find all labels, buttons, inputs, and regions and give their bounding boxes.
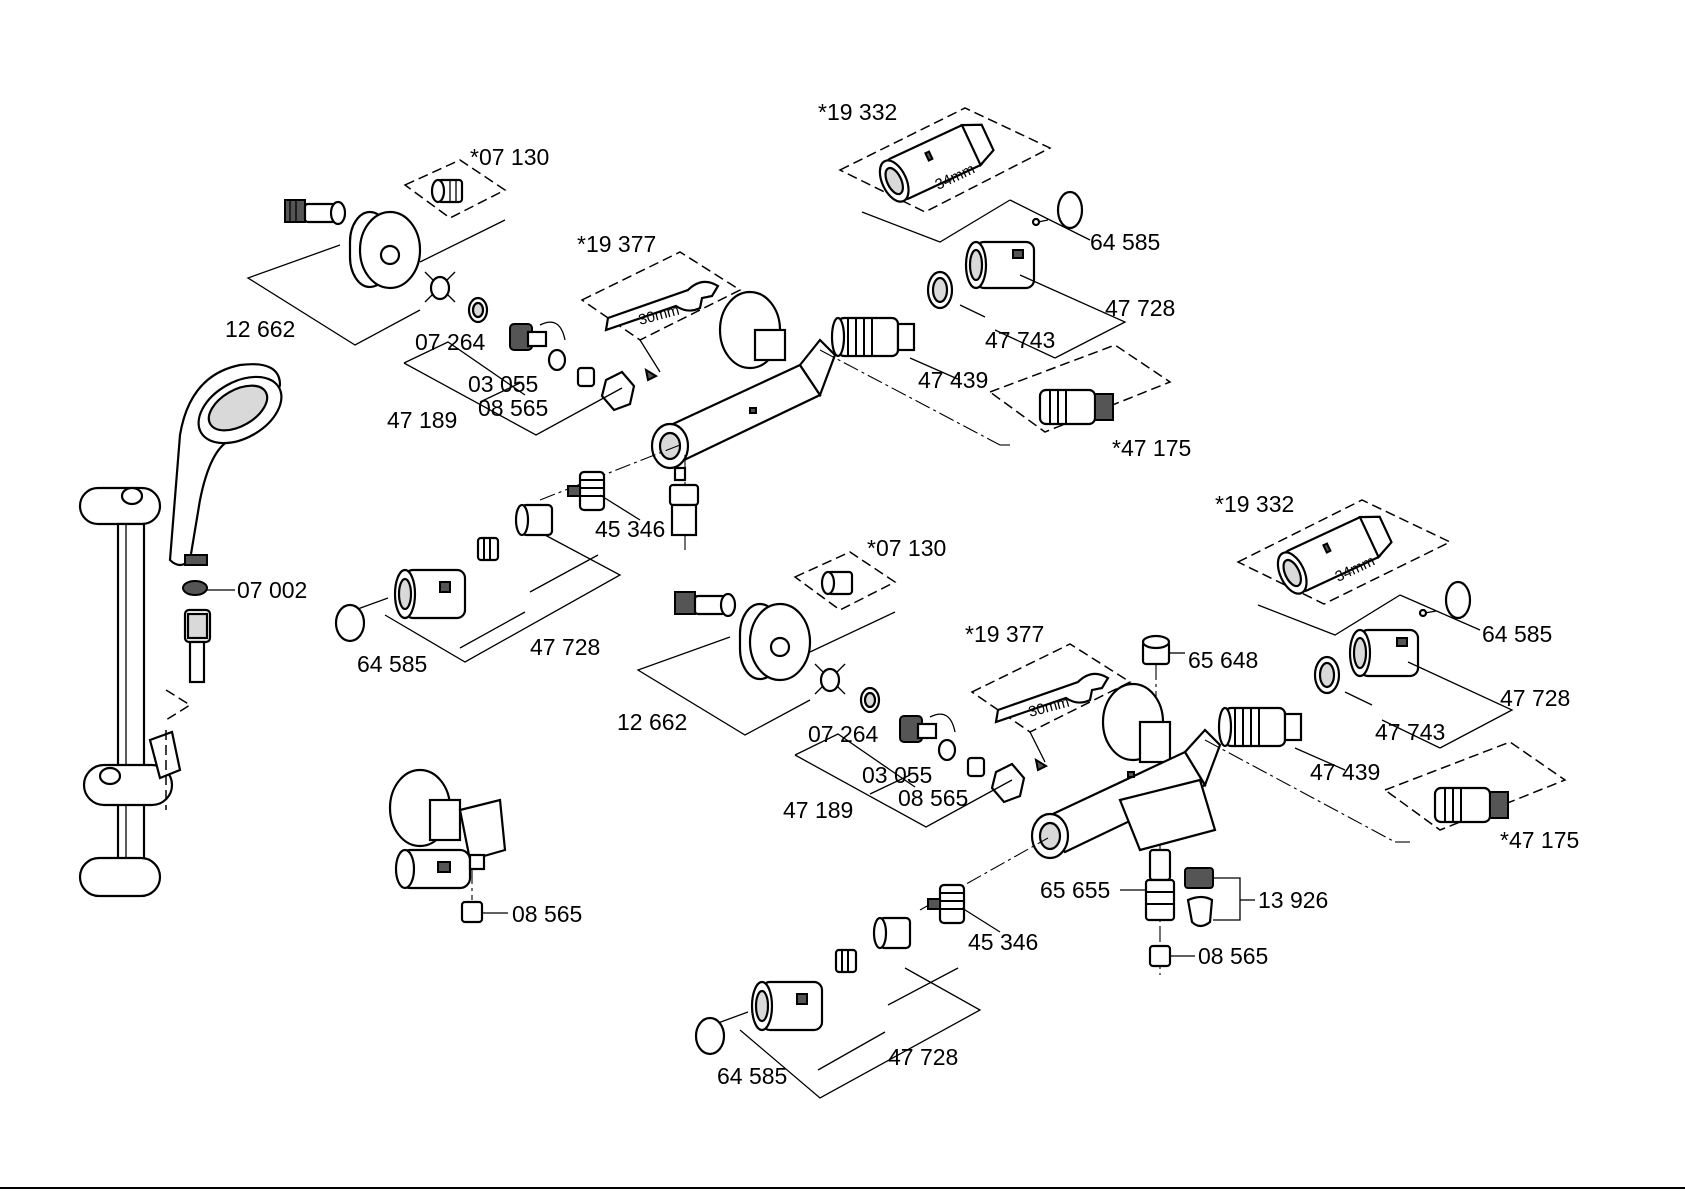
part-label: 08 565: [1198, 943, 1268, 969]
part-label: 47 189: [387, 407, 457, 433]
cartridge-47439-upper: [832, 318, 914, 356]
union-nut-lower: [992, 764, 1024, 802]
o-ring: [549, 350, 565, 370]
strainer-08565-lower: [1150, 946, 1170, 966]
upper-shower-mixer-assembly: 34mm: [248, 108, 1170, 662]
filter-07264-lower: [815, 664, 845, 694]
part-label: 13 926: [1258, 887, 1328, 913]
part-label: 65 655: [1040, 877, 1110, 903]
filter-07264: [425, 272, 455, 302]
part-label: 47 743: [1375, 719, 1445, 745]
part-label: 45 346: [968, 929, 1038, 955]
part-label: 45 346: [595, 516, 665, 542]
part-label: *47 175: [1500, 827, 1579, 853]
union-nut: [602, 372, 634, 410]
part-label: 03 055: [468, 371, 538, 397]
part-label: *19 377: [577, 231, 656, 257]
hose-nut: [185, 610, 210, 682]
wall-flange-12662-lower: [740, 604, 810, 680]
eccentric-fitting-lower: [900, 714, 955, 742]
part-label: 47 743: [985, 327, 1055, 353]
part-label: 08 565: [898, 785, 968, 811]
part-label: 07 002: [237, 577, 307, 603]
part-label: 07 264: [415, 329, 486, 355]
outlet-connector-upper: [670, 485, 698, 535]
cartridge-45346-upper: [568, 472, 604, 510]
hand-shower: [170, 363, 293, 565]
ring-lower: [836, 950, 856, 972]
part-label: 64 585: [1090, 229, 1160, 255]
cartridge-47439-lower: [1219, 708, 1301, 746]
lower-bath-mixer-assembly: 34mm: [638, 500, 1565, 1098]
handle-47728-upper-left: [395, 570, 465, 618]
stop-valve: [390, 770, 508, 922]
part-label: 47 728: [530, 634, 600, 660]
handle-47728-lower-left: [752, 982, 822, 1030]
adapter-lower: [874, 918, 910, 948]
part-label: 12 662: [617, 709, 687, 735]
strainer-08565-stop: [462, 902, 482, 922]
part-label: *07 130: [470, 144, 549, 170]
part-label: 64 585: [1482, 621, 1552, 647]
part-label: 65 648: [1188, 647, 1258, 673]
cap-64585-upper-right: [1033, 192, 1082, 228]
shower-rail-set: [80, 363, 293, 896]
strainer-lower: [968, 758, 984, 776]
tool-box-19377-top: 30mm: [582, 252, 740, 340]
part-label: 47 439: [918, 367, 988, 393]
part-label: *47 175: [1112, 435, 1191, 461]
adapter-upper: [516, 505, 552, 535]
washer-07002: [183, 581, 207, 595]
part-label: 47 439: [1310, 759, 1380, 785]
cap-64585-upper-left: [336, 598, 388, 641]
cap-64585-lower-right: [1420, 582, 1470, 618]
cartridge-45346-lower: [928, 885, 964, 923]
part-label: *19 332: [818, 99, 897, 125]
shower-rail: [80, 488, 180, 896]
part-label: 08 565: [512, 901, 582, 927]
part-label: 64 585: [717, 1063, 787, 1089]
part-label: *19 377: [965, 621, 1044, 647]
tool-box-47175-lower: [1385, 742, 1565, 830]
strainer-part: [578, 368, 594, 386]
handle-47728-lower: [1350, 630, 1418, 676]
wall-flange-12662: [350, 212, 420, 288]
part-label: 47 189: [783, 797, 853, 823]
diverter-cartridge-65655: [1120, 850, 1174, 920]
part-label: 47 728: [1105, 295, 1175, 321]
tool-box-47175-upper: [990, 345, 1170, 432]
part-label: 47 728: [888, 1044, 958, 1070]
connector-part-lower: [675, 592, 735, 616]
part-label: *07 130: [867, 535, 946, 561]
diverter-handle-13926: [1185, 868, 1255, 926]
part-label: 12 662: [225, 316, 295, 342]
part-label: 07 264: [808, 721, 879, 747]
connector-part: [285, 200, 345, 224]
o-ring-lower: [939, 740, 955, 760]
cap-64585-lower-left: [696, 1012, 748, 1054]
cap-65648: [1143, 636, 1185, 664]
handle-47728-upper: [966, 242, 1034, 288]
part-label: *19 332: [1215, 491, 1294, 517]
ring-upper: [478, 538, 498, 560]
part-label: 64 585: [357, 651, 427, 677]
part-label: 47 728: [1500, 685, 1570, 711]
eccentric-fitting: [510, 322, 565, 350]
part-label: 08 565: [478, 395, 548, 421]
